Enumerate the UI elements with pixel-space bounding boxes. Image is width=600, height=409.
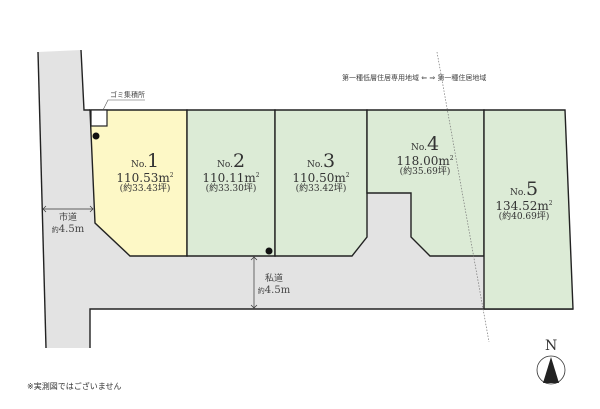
city-road-width: 4.5m — [58, 223, 85, 235]
area-unit-sup: 2 — [255, 172, 260, 179]
zoning-right: 第一種住居地域 — [437, 74, 487, 82]
lot-tsubo: (約33.43坪) — [119, 184, 171, 194]
private-road-width: 4.5m — [264, 284, 291, 296]
lot-5-shape — [483, 109, 574, 310]
marker-dot — [265, 247, 273, 255]
lot-tsubo: (約33.42坪) — [295, 184, 347, 194]
lot-no-prefix: No. — [130, 160, 147, 170]
north-compass-icon — [536, 355, 566, 385]
lot-no-prefix: No. — [509, 188, 526, 198]
city-road-label: 市道 約4.5m — [50, 213, 86, 236]
lot-2[interactable]: No.2 110.11m2 (約33.30坪) — [187, 152, 275, 194]
lot-4[interactable]: No.4 118.00m2 (約35.69坪) — [375, 135, 475, 177]
lot-tsubo: (約40.69坪) — [498, 212, 550, 222]
footnote: ※実測図ではございません — [27, 382, 122, 391]
private-road-prefix: 約 — [257, 286, 265, 295]
lot-area: 110.11m — [202, 171, 256, 185]
area-unit-sup: 2 — [449, 155, 454, 162]
north-label: N — [545, 338, 558, 354]
lot-number: 3 — [322, 150, 336, 172]
lot-area: 118.00m — [396, 154, 450, 168]
lot-area: 110.50m — [292, 171, 346, 185]
private-road-label: 私道 約4.5m — [256, 274, 292, 297]
lot-tsubo: (約33.30坪) — [205, 184, 257, 194]
lot-number: 1 — [146, 150, 160, 172]
city-road — [38, 50, 484, 348]
lot-area: 110.53m — [116, 171, 170, 185]
lot-area: 134.52m — [495, 199, 549, 213]
lot-5[interactable]: No.5 134.52m2 (約40.69坪) — [480, 180, 568, 222]
marker-dot — [92, 132, 100, 140]
lot-tsubo: (約35.69坪) — [399, 167, 451, 177]
lot-no-prefix: No. — [306, 160, 323, 170]
area-unit-sup: 2 — [169, 172, 174, 179]
lot-1[interactable]: No.1 110.53m2 (約33.43坪) — [100, 152, 190, 194]
lot-3-shape — [274, 109, 368, 257]
area-unit-sup: 2 — [548, 200, 553, 207]
lot-number: 2 — [232, 150, 246, 172]
zoning-left: 第一種低層住居専用地域 — [342, 74, 419, 82]
garbage-area — [90, 109, 108, 127]
lot-no-prefix: No. — [216, 160, 233, 170]
lot-number: 5 — [525, 178, 539, 200]
lot-no-prefix: No. — [410, 143, 427, 153]
zoning-boundary-line — [436, 51, 490, 343]
city-road-prefix: 約 — [51, 225, 59, 234]
zoning-label: 第一種低層住居専用地域 ⇐ ⇒ 第一種住居地域 — [342, 73, 486, 83]
lot-3[interactable]: No.3 110.50m2 (約33.42坪) — [275, 152, 367, 194]
garbage-label: ゴミ集積所 — [110, 91, 145, 99]
zoning-arrows: ⇐ ⇒ — [421, 74, 436, 82]
private-road-name: 私道 — [264, 274, 283, 284]
lot-number: 4 — [426, 133, 440, 155]
city-road-name: 市道 — [58, 213, 77, 223]
lot-1-shape — [89, 109, 188, 257]
area-unit-sup: 2 — [345, 172, 350, 179]
